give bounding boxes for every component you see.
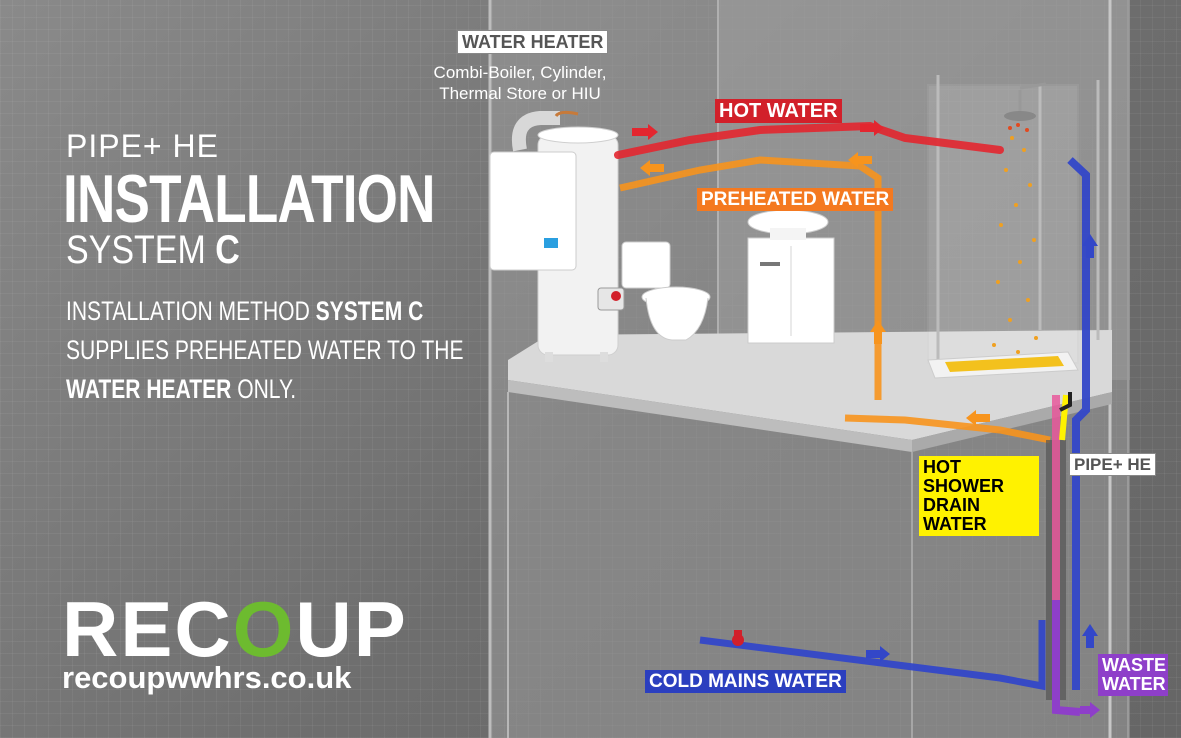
desc-bold2: WATER HEATER [66, 374, 232, 404]
cold-mains-label: COLD MAINS WATER [645, 670, 846, 693]
system-title: SYSTEM C [66, 228, 240, 273]
sink-icon [747, 209, 835, 344]
description-text: INSTALLATION METHOD SYSTEM C SUPPLIES PR… [66, 292, 487, 409]
desc-bold1: SYSTEM C [315, 296, 424, 326]
pipe-he-column [1046, 392, 1081, 716]
pipe-he-label: PIPE+ HE [1069, 453, 1157, 476]
desc-part3: ONLY. [231, 374, 297, 404]
page-title: INSTALLATION [63, 161, 435, 237]
logo-part2: UP [295, 585, 408, 673]
system-letter: C [215, 228, 240, 272]
recoup-logo: RECOUP [62, 590, 408, 668]
logo-recycle-o: O [232, 585, 296, 673]
water-heater-description: Combi-Boiler, Cylinder, Thermal Store or… [410, 62, 630, 104]
preheated-water-label: PREHEATED WATER [697, 188, 894, 211]
water-heater-line2: Thermal Store or HIU [439, 84, 601, 103]
website-link[interactable]: recoupwwhrs.co.uk [62, 660, 352, 695]
logo-part1: REC [62, 585, 233, 673]
water-heater-line1: Combi-Boiler, Cylinder, [433, 63, 607, 82]
waste-water-label: WASTE WATER [1098, 654, 1168, 696]
desc-part2: SUPPLIES PREHEATED WATER TO THE [66, 335, 464, 365]
product-name: PIPE+ HE [66, 128, 219, 164]
cold-mains-pipe [699, 157, 1090, 691]
water-heater-icon [489, 110, 625, 362]
flow-arrow-icon [632, 120, 1100, 718]
system-prefix: SYSTEM [66, 228, 206, 272]
hot-water-pipe [614, 121, 1004, 159]
water-heater-label: WATER HEATER [457, 30, 609, 54]
hot-shower-drain-label: HOT SHOWER DRAIN WATER [919, 456, 1039, 536]
hot-water-label: HOT WATER [715, 99, 842, 123]
shower-icon [927, 75, 1100, 379]
desc-part1: INSTALLATION METHOD [66, 296, 316, 326]
preheated-water-pipe [619, 156, 1051, 444]
toilet-icon [621, 241, 711, 341]
